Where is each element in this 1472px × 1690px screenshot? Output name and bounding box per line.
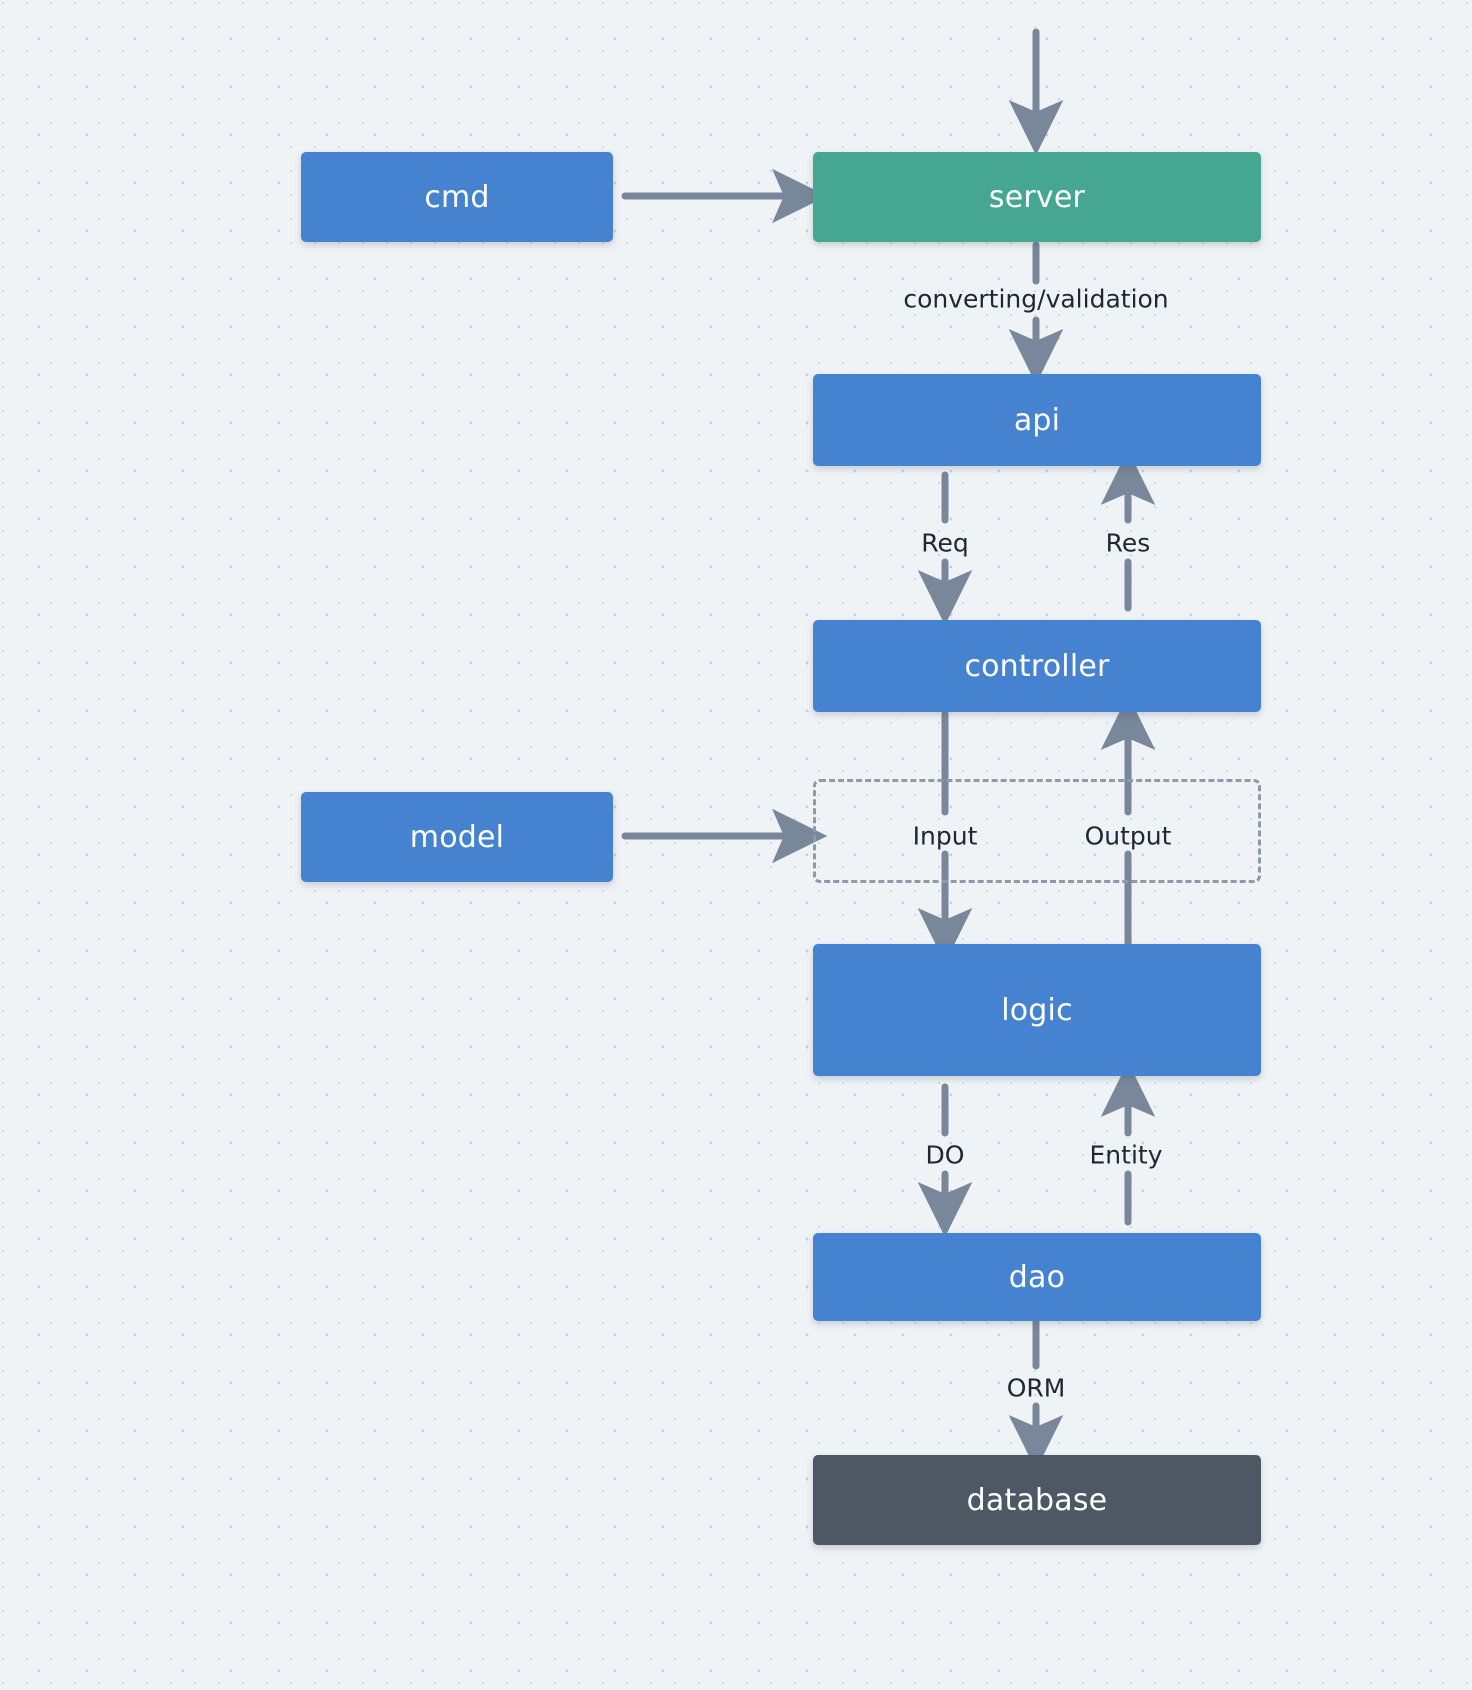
node-controller[interactable]: controller (813, 620, 1261, 712)
node-logic[interactable]: logic (813, 944, 1261, 1076)
edge-label-input: Input (912, 821, 978, 851)
node-dao-label: dao (1008, 1259, 1066, 1295)
edge-label-orm: ORM (1006, 1373, 1066, 1403)
edge-label-req: Req (921, 528, 969, 558)
node-dao[interactable]: dao (813, 1233, 1261, 1321)
node-model-label: model (409, 819, 505, 855)
edge-label-entity: Entity (1089, 1140, 1163, 1170)
node-cmd-label: cmd (424, 179, 490, 215)
edge-label-output: Output (1084, 821, 1172, 851)
edge-label-converting-validation: converting/validation (903, 284, 1169, 314)
node-controller-label: controller (964, 648, 1110, 684)
dto-dashed-group (813, 779, 1261, 883)
node-server-label: server (988, 179, 1086, 215)
edge-label-do: DO (925, 1140, 965, 1170)
node-model[interactable]: model (301, 792, 613, 882)
node-api[interactable]: api (813, 374, 1261, 466)
node-cmd[interactable]: cmd (301, 152, 613, 242)
node-database-label: database (966, 1482, 1108, 1518)
edge-label-res: Res (1105, 528, 1151, 558)
node-logic-label: logic (1001, 992, 1073, 1028)
node-database[interactable]: database (813, 1455, 1261, 1545)
node-server[interactable]: server (813, 152, 1261, 242)
node-api-label: api (1013, 402, 1061, 438)
